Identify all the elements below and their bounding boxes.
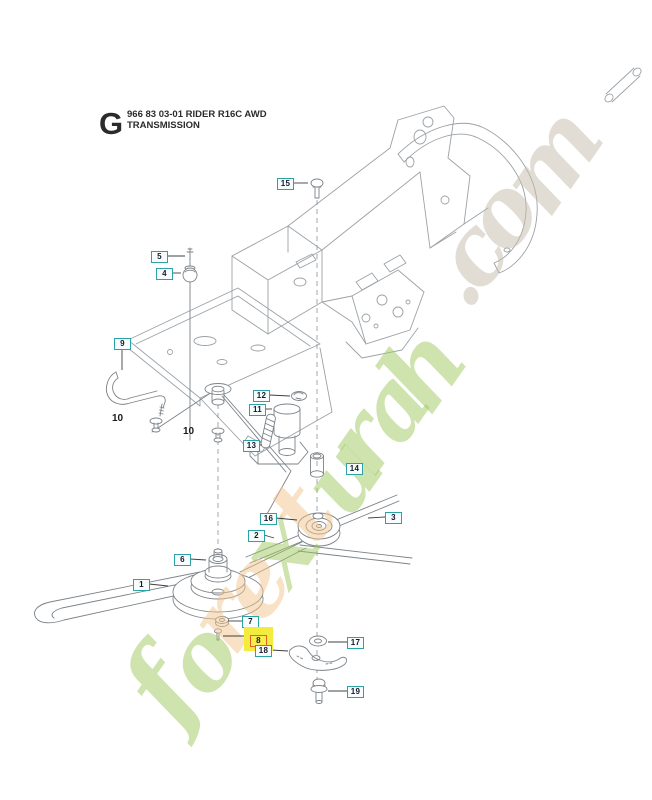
- callout-17: 17: [347, 637, 364, 649]
- leader-line-18: [270, 649, 289, 652]
- tensioner-assembly-drawing: [249, 391, 309, 465]
- callout-16: 16: [260, 513, 277, 525]
- screw-8-drawing: [214, 628, 222, 641]
- subtitle: TRANSMISSION: [127, 120, 200, 131]
- handle-9-drawing: [105, 371, 225, 443]
- mounting-plate-drawing: [151, 383, 292, 524]
- callout-3: 3: [385, 512, 402, 524]
- leader-line-6: [189, 558, 207, 561]
- screw-15-drawing: [310, 178, 324, 199]
- callout-9: 9: [114, 338, 131, 350]
- leader-line-1: [148, 583, 169, 587]
- washer-17-drawing: [309, 635, 327, 647]
- callout-14: 14: [346, 463, 363, 475]
- pin-14-drawing: [310, 452, 324, 478]
- idler-pulley-drawing: [297, 512, 341, 547]
- callout-15: 15: [277, 178, 294, 190]
- callout-2: 2: [248, 530, 265, 542]
- callout-19: 19: [347, 686, 364, 698]
- section-letter: G: [99, 106, 124, 141]
- callout-1: 1: [133, 579, 150, 591]
- handlebar-drawing: [397, 122, 538, 274]
- leader-line-3: [367, 516, 386, 519]
- callout-12: 12: [253, 390, 270, 402]
- callout-6: 6: [174, 554, 191, 566]
- leader-line-2: [263, 534, 275, 539]
- belt-1-drawing: [34, 571, 211, 624]
- nut-7-drawing: [215, 616, 229, 627]
- leader-line-12: [268, 394, 291, 397]
- callout-5: 5: [151, 251, 168, 263]
- item-number-text-10: 10: [183, 426, 195, 437]
- bracket-18-drawing: [288, 645, 348, 671]
- main-pulley-drawing: [172, 548, 264, 620]
- callout-18: 18: [255, 645, 272, 657]
- leader-line-16: [275, 517, 298, 521]
- rod-4-5-drawing: [182, 247, 198, 441]
- bolt-19-drawing: [310, 678, 328, 704]
- part-number: 966 83 03-01 RIDER R16C AWD: [127, 109, 267, 120]
- callout-13: 13: [243, 440, 260, 452]
- callout-11: 11: [249, 404, 266, 416]
- callout-4: 4: [156, 268, 173, 280]
- item-number-text-10: 10: [112, 413, 124, 424]
